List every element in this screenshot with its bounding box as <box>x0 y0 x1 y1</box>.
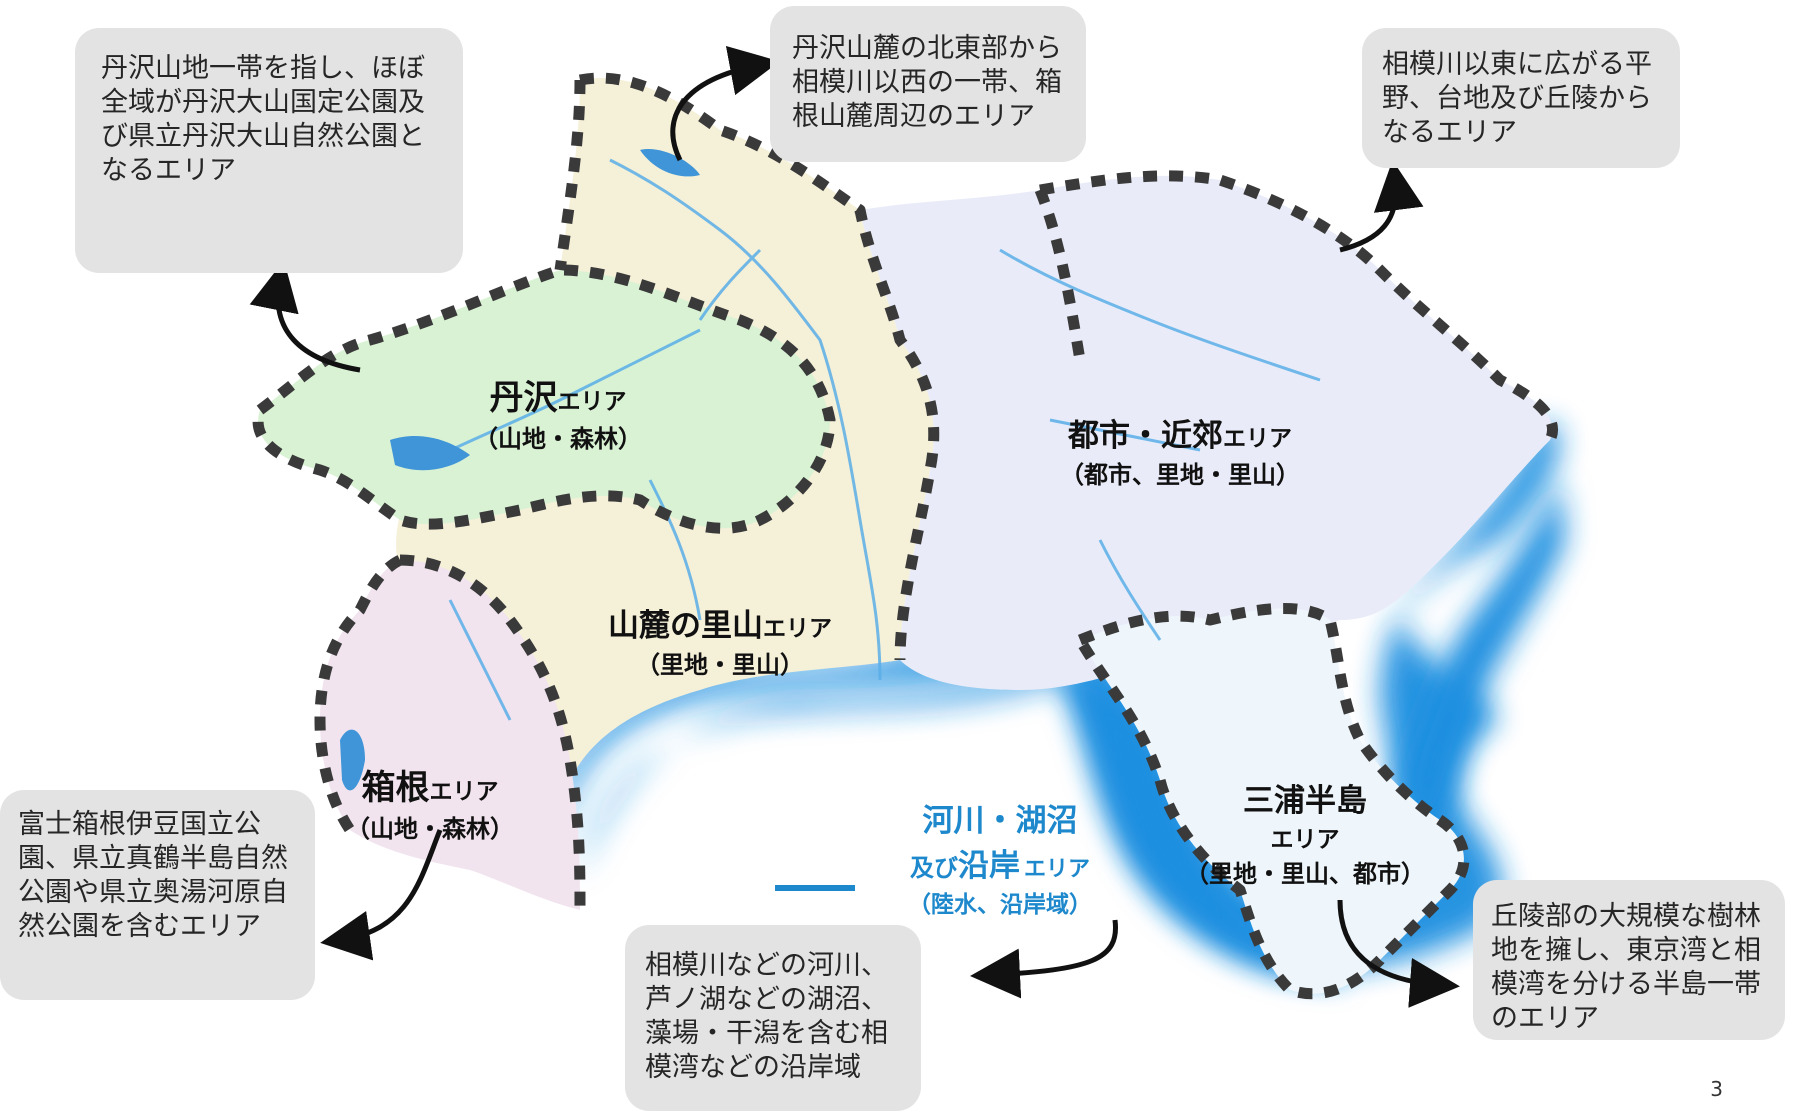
foothill-suffix: エリア <box>763 616 832 642</box>
tanzawa-callout: 丹沢山地一帯を指し、ほぼ全域が丹沢大山国定公園及び県立丹沢大山自然公園となるエリ… <box>75 28 463 273</box>
foothill-callout: 丹沢山麓の北東部から相模川以西の一帯、箱根山麓周辺のエリア <box>770 6 1086 162</box>
foothill-west-boundary <box>554 79 586 271</box>
miura-arrow <box>1337 899 1460 1008</box>
miura-area <box>1080 608 1464 994</box>
hakone-sub: （山地・森林） <box>346 815 514 843</box>
water-suffix: エリア <box>1023 857 1090 882</box>
water-line1: 河川・湖沼 <box>922 803 1078 839</box>
water-line2a: 及び <box>909 854 958 882</box>
page-number: 3 <box>1710 1077 1723 1101</box>
foothill-label: 山麓の里山エリア （里地・里山） <box>570 600 870 680</box>
urban-suffix: エリア <box>1223 426 1292 452</box>
rivers <box>429 158 1321 721</box>
tanzawa-arrow <box>249 260 361 373</box>
water-label: 河川・湖沼 及び沿岸エリア （陸水、沿岸域） <box>860 795 1140 919</box>
foothill-arrow <box>670 45 780 162</box>
miyagase-lake <box>390 435 470 471</box>
foothill-sub: （里地・里山） <box>636 651 804 679</box>
urban-area <box>860 175 1553 691</box>
callout-arrows <box>249 45 1460 1008</box>
hakone-callout: 富士箱根伊豆国立公園、県立真鶴半島自然公園や県立奥湯河原自然公園を含むエリア <box>0 790 315 1000</box>
tanzawa-name: 丹沢 <box>489 378 558 418</box>
hakone-label: 箱根エリア （山地・森林） <box>340 760 520 844</box>
hakone-area <box>320 560 580 910</box>
river-callout: 相模川などの河川、芦ノ湖などの湖沼、藻場・干潟を含む相模湾などの沿岸域 <box>625 925 921 1111</box>
miura-callout: 丘陵部の大規模な樹林地を擁し、東京湾と相模湾を分ける半島一帯のエリア <box>1473 880 1785 1040</box>
hakone-suffix: エリア <box>429 779 499 805</box>
urban-boundary <box>1039 170 1558 443</box>
urban-label: 都市・近郊エリア （都市、里地・里山） <box>1030 410 1330 490</box>
urban-arrow <box>1339 160 1424 253</box>
river-arrow <box>970 919 1119 999</box>
ashinoko-lake <box>340 729 365 791</box>
hakone-boundary <box>314 554 586 911</box>
water-sub: （陸水、沿岸域） <box>908 892 1092 918</box>
area-boundaries <box>252 72 1558 1000</box>
miura-suffix: エリア <box>1270 827 1340 853</box>
miura-name: 三浦半島 <box>1243 783 1367 819</box>
hakone-name: 箱根 <box>361 768 430 808</box>
foothill-boundary <box>578 72 940 661</box>
foothill-name: 山麓の里山 <box>608 608 763 644</box>
tanzawa-sub: （山地・森林） <box>474 425 642 453</box>
hakone-arrow <box>320 829 443 961</box>
water-line2b: 沿岸 <box>957 848 1020 884</box>
urban-sub: （都市、里地・里山） <box>1060 461 1300 489</box>
urban-callout: 相模川以東に広がる平野、台地及び丘陵からなるエリア <box>1362 28 1680 168</box>
urban-name: 都市・近郊 <box>1068 418 1223 454</box>
tanzawa-suffix: エリア <box>557 389 627 415</box>
miura-label: 三浦半島 エリア （里地・里山、都市） <box>1170 775 1440 889</box>
miura-sub: （里地・里山、都市） <box>1185 860 1425 888</box>
tanzawa-label: 丹沢エリア （山地・森林） <box>468 370 648 454</box>
sagami-lake <box>640 149 700 177</box>
urban-north-boundary <box>1034 187 1086 361</box>
miura-boundary <box>1074 602 1470 1000</box>
